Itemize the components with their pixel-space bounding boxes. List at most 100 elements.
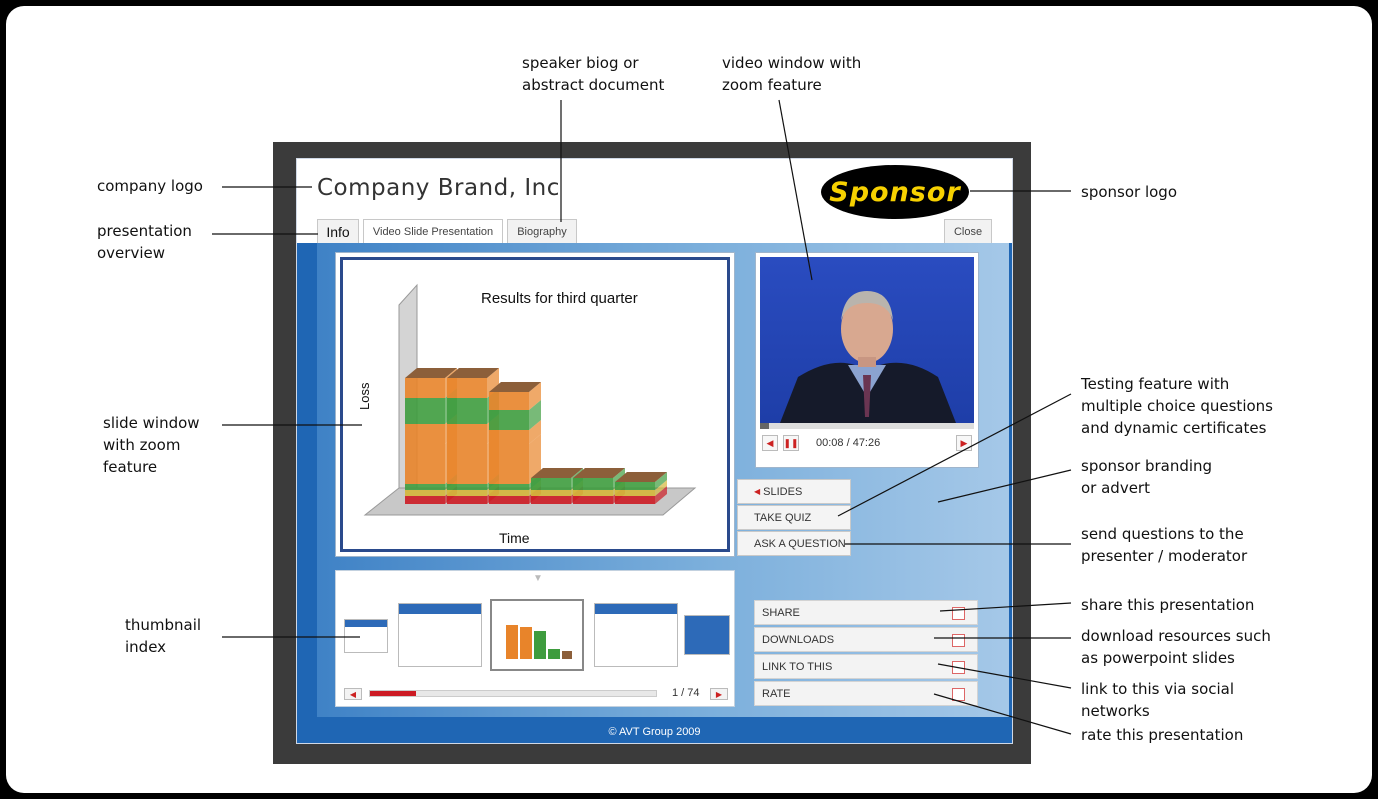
slide-bar-segment bbox=[531, 490, 571, 496]
slide-bar-side bbox=[655, 486, 667, 504]
slide-bar-segment bbox=[405, 490, 445, 496]
chart-title: Results for third quarter bbox=[481, 290, 638, 307]
volume-icon[interactable]: ▶ bbox=[956, 435, 972, 451]
thumbnail-slide-current[interactable] bbox=[490, 599, 584, 671]
video-seek-bar[interactable] bbox=[760, 423, 974, 429]
thumbnail-slide[interactable] bbox=[344, 619, 388, 653]
pause-button[interactable]: ❚❚ bbox=[783, 435, 799, 451]
annotation-company-logo: company logo bbox=[97, 177, 203, 195]
slide-bar-segment bbox=[405, 378, 445, 398]
ask-question-button[interactable]: ASK A QUESTION bbox=[737, 531, 851, 556]
thumbnail-prev-button[interactable]: ◀ bbox=[344, 688, 362, 700]
annotation-presentation-overview: presentation overview bbox=[97, 222, 192, 262]
downloads-button[interactable]: DOWNLOADS bbox=[754, 627, 978, 652]
slide-bar-side bbox=[529, 382, 541, 410]
slide-bar-segment bbox=[447, 398, 487, 424]
annotation-link: link to this via social networks bbox=[1081, 680, 1235, 720]
chart-y-axis-label: Loss bbox=[357, 382, 372, 410]
rate-label: RATE bbox=[762, 687, 791, 700]
thumbnail-scroll-icon: ▼ bbox=[533, 573, 543, 584]
thumbnail-index: ▼ ◀ 1 / 74 ▶ bbox=[335, 570, 735, 707]
video-seek-fill bbox=[760, 423, 769, 429]
slide-bar-segment bbox=[615, 496, 655, 504]
thumbnail-slide[interactable] bbox=[684, 615, 730, 655]
thumbnail-next-button[interactable]: ▶ bbox=[710, 688, 728, 700]
close-button[interactable]: Close bbox=[944, 219, 992, 244]
annotation-speaker-biog: speaker biog or abstract document bbox=[522, 54, 665, 94]
player-window: Company Brand, Inc Sponsor Info Video Sl… bbox=[296, 158, 1013, 744]
video-screen[interactable] bbox=[760, 257, 974, 423]
rate-button[interactable]: RATE bbox=[754, 681, 978, 706]
slide-chart-graphic bbox=[363, 283, 697, 516]
share-button[interactable]: SHARE bbox=[754, 600, 978, 625]
slides-button[interactable]: ◀SLIDES bbox=[737, 479, 851, 504]
slide-bar-top bbox=[615, 472, 667, 482]
slide-frame: Results for third quarter Loss Time bbox=[340, 257, 730, 552]
rewind-button[interactable]: ◀ bbox=[762, 435, 778, 451]
annotation-thumbnail-index: thumbnail index bbox=[125, 616, 202, 656]
slide-bar-top bbox=[531, 468, 583, 478]
annotation-rate: rate this presentation bbox=[1081, 726, 1244, 744]
tab-info[interactable]: Info bbox=[317, 219, 359, 244]
annotation-sponsor-branding: sponsor branding or advert bbox=[1081, 457, 1213, 497]
slide-bar-segment bbox=[447, 424, 487, 444]
slide-bar-segment bbox=[447, 444, 487, 484]
slide-bar-side bbox=[655, 472, 667, 490]
thumbnail-progress-bar[interactable] bbox=[369, 690, 657, 697]
slide-bar-segment bbox=[489, 490, 529, 496]
annotation-send-questions: send questions to the presenter / modera… bbox=[1081, 525, 1248, 565]
take-quiz-button[interactable]: TAKE QUIZ bbox=[737, 505, 851, 530]
slide-bar-segment bbox=[573, 496, 613, 504]
player-header: Company Brand, Inc Sponsor Info Video Sl… bbox=[297, 159, 1012, 244]
slide-bar-segment bbox=[447, 496, 487, 504]
footer-copyright: © AVT Group 2009 bbox=[608, 726, 701, 738]
slide-bar-segment bbox=[405, 496, 445, 504]
slide-page-count: 1 / 74 bbox=[672, 687, 700, 699]
video-window[interactable]: ◀ ❚❚ 00:08 / 47:26 ▶ bbox=[755, 252, 979, 468]
sponsor-logo-text: Sponsor bbox=[829, 176, 961, 208]
slide-bar-top bbox=[405, 368, 457, 378]
tab-video-slide-presentation[interactable]: Video Slide Presentation bbox=[363, 219, 503, 244]
slides-arrow-icon: ◀ bbox=[754, 487, 761, 496]
link-icon bbox=[952, 661, 965, 674]
slide-bar-segment bbox=[405, 398, 445, 424]
slide-bar-segment bbox=[489, 444, 529, 484]
annotation-slide-window: slide window with zoom feature bbox=[103, 414, 200, 476]
slide-bar-segment bbox=[405, 484, 445, 490]
annotation-video-window: video window with zoom feature bbox=[722, 54, 862, 94]
slide-bar-segment bbox=[447, 378, 487, 398]
annotation-download: download resources such as powerpoint sl… bbox=[1081, 627, 1271, 667]
share-icon bbox=[952, 607, 965, 620]
sponsor-logo[interactable]: Sponsor bbox=[821, 165, 969, 219]
slide-bar-segment bbox=[405, 424, 445, 444]
company-brand: Company Brand, Inc bbox=[317, 175, 560, 201]
slide-bar-segment bbox=[489, 430, 529, 444]
slides-button-label: SLIDES bbox=[763, 485, 803, 498]
downloads-icon bbox=[952, 634, 965, 647]
slide-bar-segment bbox=[615, 490, 655, 496]
slide-window[interactable]: Results for third quarter Loss Time bbox=[335, 252, 735, 557]
slide-bar-side bbox=[529, 420, 541, 444]
slide-bar-segment bbox=[447, 490, 487, 496]
downloads-label: DOWNLOADS bbox=[762, 633, 835, 646]
annotation-sponsor-logo: sponsor logo bbox=[1081, 183, 1177, 201]
thumbnail-slide[interactable] bbox=[398, 603, 482, 667]
slide-bar-segment bbox=[573, 490, 613, 496]
slide-bar-segment bbox=[531, 478, 571, 490]
slide-bar-segment bbox=[489, 484, 529, 490]
slide-bar-top bbox=[573, 468, 625, 478]
slide-bar-segment bbox=[489, 410, 529, 430]
link-label: LINK TO THIS bbox=[762, 660, 833, 673]
slide-bar-segment bbox=[615, 482, 655, 490]
link-to-this-button[interactable]: LINK TO THIS bbox=[754, 654, 978, 679]
tab-biography[interactable]: Biography bbox=[507, 219, 577, 244]
thumbnail-slide[interactable] bbox=[594, 603, 678, 667]
share-label: SHARE bbox=[762, 606, 800, 619]
slide-bar-segment bbox=[531, 496, 571, 504]
video-time: 00:08 / 47:26 bbox=[816, 437, 881, 449]
annotation-testing-feature: Testing feature with multiple choice que… bbox=[1081, 375, 1273, 437]
slide-bar-segment bbox=[573, 478, 613, 490]
presentation-content: Results for third quarter Loss Time bbox=[317, 243, 1009, 717]
chart-x-axis-label: Time bbox=[499, 530, 530, 546]
slide-bar-top bbox=[447, 368, 499, 378]
